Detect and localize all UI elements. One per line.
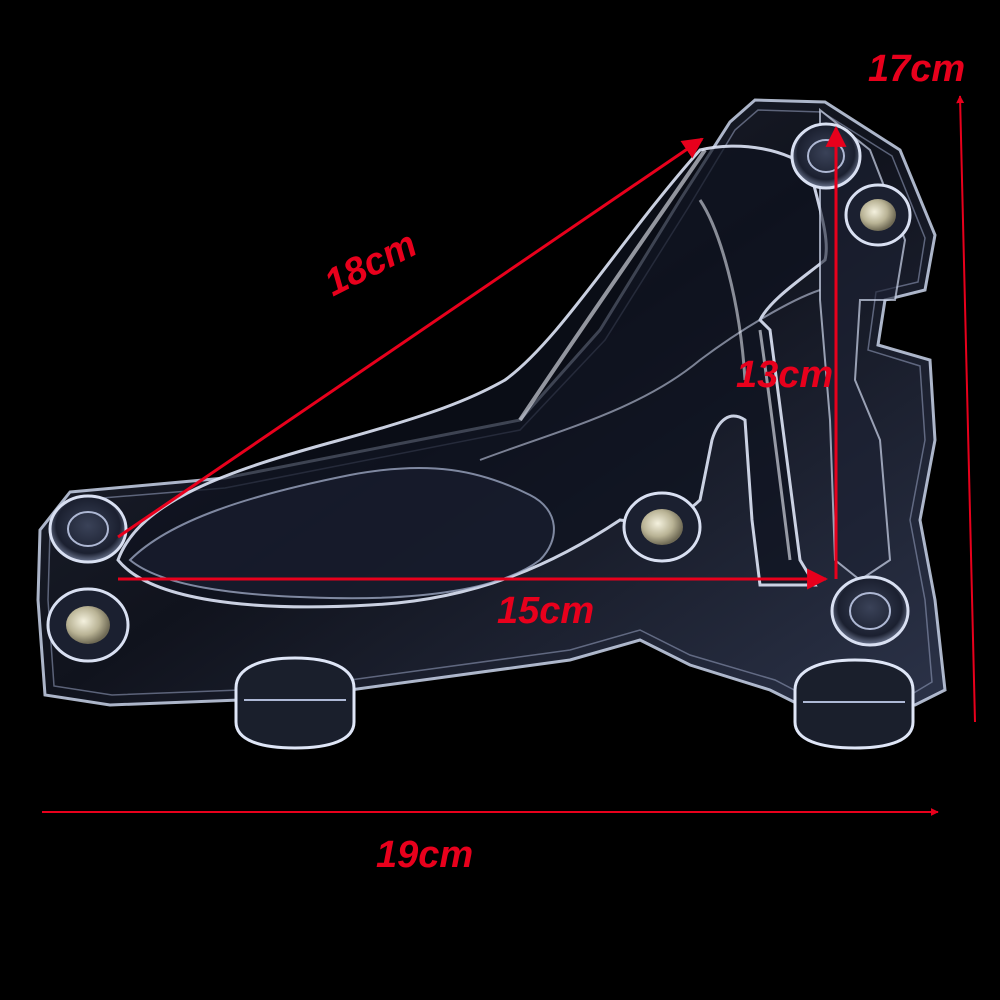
magnet-stud-center bbox=[622, 491, 702, 563]
mold-foot-right bbox=[793, 658, 915, 750]
mold-stud-toe-top bbox=[48, 494, 128, 564]
mold-foot-left bbox=[234, 656, 356, 750]
arrow-17cm bbox=[956, 95, 976, 723]
dimension-label-width: 19cm bbox=[376, 834, 474, 876]
mold-stud-heel-bottom bbox=[830, 575, 910, 647]
dimension-arrows bbox=[42, 95, 976, 816]
mold-stud-heel-top bbox=[790, 122, 862, 190]
magnet-stud-toe bbox=[46, 587, 130, 663]
magnet-stud-heel bbox=[844, 183, 912, 247]
dimension-label-height: 17cm bbox=[868, 48, 966, 90]
dimension-label-sole-length: 15cm bbox=[497, 590, 595, 632]
dimension-label-heel-height: 13cm bbox=[736, 354, 834, 396]
arrow-18cm bbox=[117, 137, 704, 539]
